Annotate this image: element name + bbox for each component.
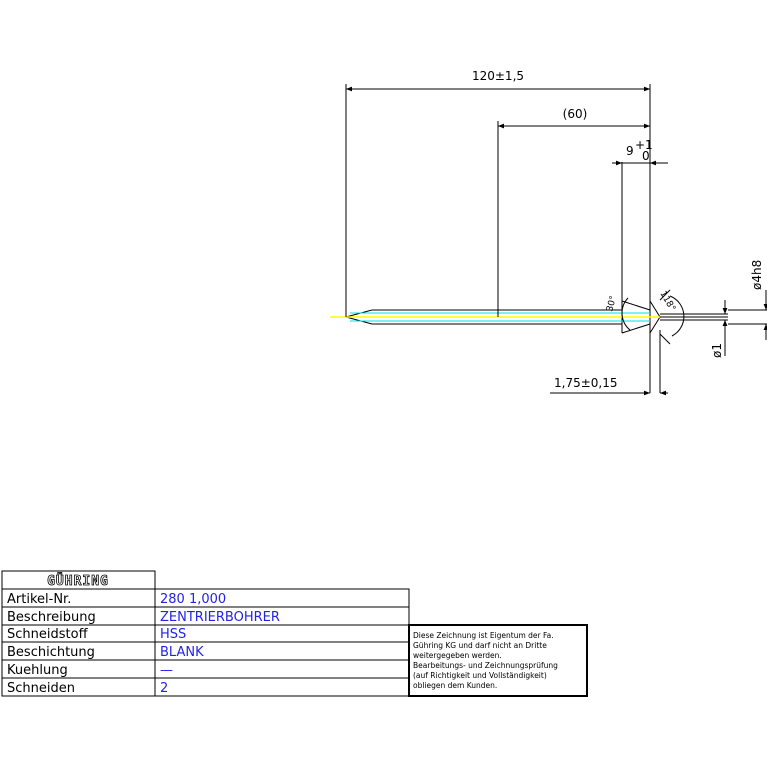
- dim-flute-length: [497, 121, 650, 317]
- label-schneiden: Schneiden: [7, 681, 75, 696]
- dim-point-length-text: 9: [626, 144, 634, 158]
- ownership-note: Diese Zeichnung ist Eigentum der Fa. Güh…: [413, 631, 558, 690]
- dim-overall-length-text: 120±1,5: [472, 69, 524, 83]
- angle-arcs: [621, 289, 685, 345]
- dim-point-tol-upper: +1: [635, 138, 653, 152]
- note-line: obliegen dem Kunden.: [413, 681, 497, 690]
- note-line: weitergegeben werden.: [413, 651, 502, 660]
- note-line: Bearbeitungs- und Zeichnungsprüfung: [413, 661, 558, 670]
- value-beschreibung: ZENTRIERBOHRER: [160, 610, 280, 625]
- note-line: Gühring KG und darf nicht an Dritte: [413, 641, 547, 650]
- angle-right-text: 118°: [657, 290, 677, 314]
- label-schneidstoff: Schneidstoff: [7, 627, 89, 642]
- dim-point-tol-lower: 0: [642, 149, 650, 163]
- dim-shank-diameter: [728, 290, 767, 340]
- title-block-values: 280 1,000 ZENTRIERBOHRER HSS BLANK — 2: [160, 592, 280, 696]
- dim-pilot-length-text: 1,75±0,15: [554, 376, 618, 390]
- label-beschreibung: Beschreibung: [7, 610, 96, 625]
- title-block-labels: Artikel-Nr. Beschreibung Schneidstoff Be…: [7, 592, 96, 696]
- drill-outline: [344, 104, 728, 393]
- dim-flute-length-text: (60): [563, 107, 588, 121]
- dim-pilot-length: [550, 330, 668, 396]
- value-kuehlung: —: [160, 663, 173, 678]
- label-kuehlung: Kuehlung: [7, 663, 68, 678]
- title-block: [1, 570, 588, 697]
- label-artikel-nr: Artikel-Nr.: [7, 592, 71, 607]
- note-line: (auf Richtigkeit und Vollständigkeit): [413, 671, 547, 680]
- value-artikel-nr: 280 1,000: [160, 592, 226, 607]
- company-logo: GÜHRING: [47, 573, 109, 589]
- dim-shank-diameter-text: ø4h8: [750, 260, 764, 290]
- value-schneidstoff: HSS: [160, 627, 186, 642]
- label-beschichtung: Beschichtung: [7, 645, 95, 660]
- dim-overall-length: [345, 84, 651, 317]
- angle-left-text: 30°: [605, 295, 619, 313]
- note-line: Diese Zeichnung ist Eigentum der Fa.: [413, 631, 554, 640]
- value-beschichtung: BLANK: [160, 645, 204, 660]
- value-schneiden: 2: [160, 681, 168, 696]
- dim-tip-diameter-text: ø1: [710, 343, 724, 358]
